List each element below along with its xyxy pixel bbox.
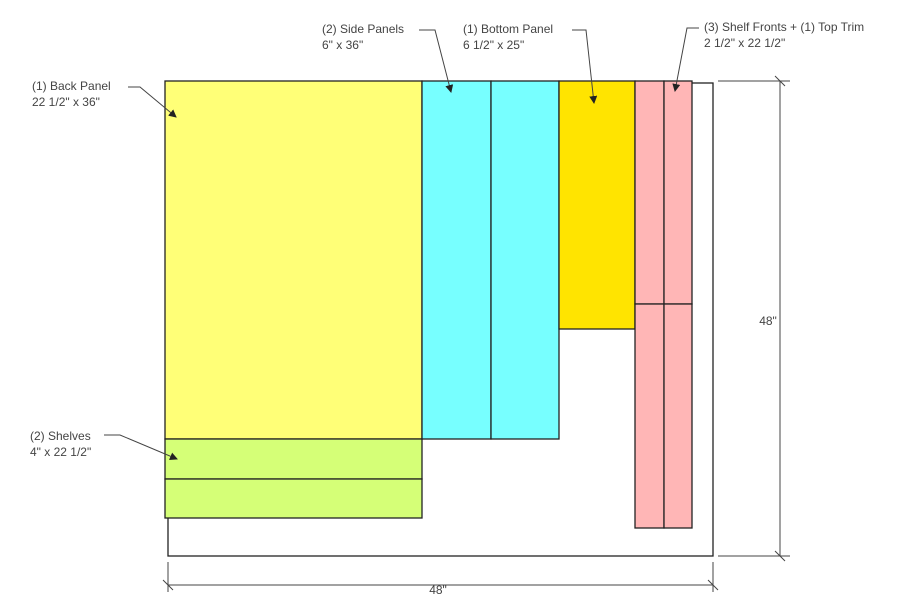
shelf-front-piece-1 bbox=[634, 80, 665, 305]
back-panel-piece bbox=[164, 80, 423, 440]
width-dimension-label: 48" bbox=[429, 583, 447, 597]
back-panel-size: 22 1/2" x 36" bbox=[32, 95, 100, 109]
bottom-panel-leader bbox=[572, 29, 598, 104]
shelf-piece-1 bbox=[164, 438, 423, 480]
shelf-fronts-label: (3) Shelf Fronts + (1) Top Trim bbox=[704, 20, 864, 34]
back-panel-label: (1) Back Panel bbox=[32, 79, 111, 93]
bottom-panel-piece bbox=[558, 80, 636, 330]
shelf-front-piece-3 bbox=[634, 303, 665, 529]
shelf-front-piece-2 bbox=[663, 80, 693, 305]
side-panels-size: 6" x 36" bbox=[322, 38, 363, 52]
height-dimension bbox=[718, 75, 790, 562]
shelf-fronts-leader bbox=[672, 27, 699, 92]
bottom-panel-size: 6 1/2" x 25" bbox=[463, 38, 524, 52]
side-panel-piece-2 bbox=[490, 80, 560, 440]
side-panel-piece-1 bbox=[421, 80, 492, 440]
shelf-piece-2 bbox=[164, 478, 423, 519]
back-panel-leader bbox=[128, 86, 177, 118]
height-dimension-label: 48" bbox=[759, 314, 777, 328]
shelves-leader bbox=[104, 434, 178, 460]
top-trim-piece bbox=[663, 303, 693, 529]
shelves-label: (2) Shelves bbox=[30, 429, 91, 443]
shelf-fronts-size: 2 1/2" x 22 1/2" bbox=[704, 36, 785, 50]
width-dimension bbox=[162, 562, 719, 592]
side-panels-leader bbox=[419, 29, 454, 93]
bottom-panel-label: (1) Bottom Panel bbox=[463, 22, 553, 36]
shelves-size: 4" x 22 1/2" bbox=[30, 445, 91, 459]
side-panels-label: (2) Side Panels bbox=[322, 22, 404, 36]
